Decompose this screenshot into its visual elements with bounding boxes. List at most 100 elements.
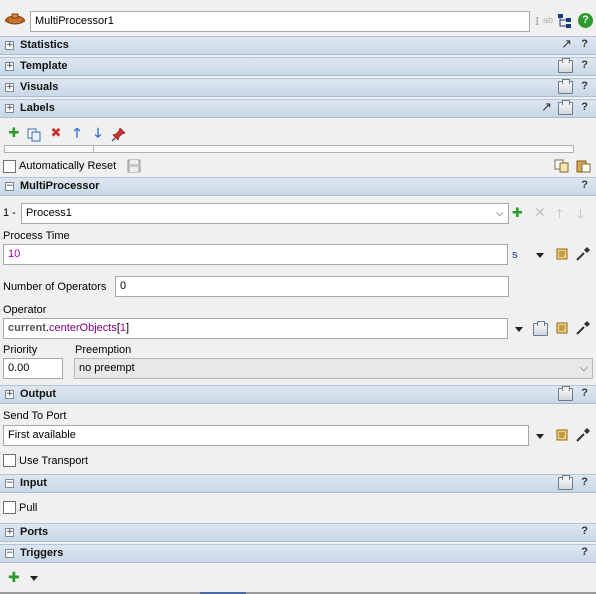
remove-process-icon[interactable]: ✕ — [534, 205, 546, 221]
section-title: MultiProcessor — [20, 180, 100, 192]
code-bracket-open: [ — [116, 322, 120, 334]
add-label-icon[interactable]: ✚ — [8, 126, 20, 141]
use-transport-label: Use Transport — [19, 455, 89, 467]
num-operators-input[interactable]: 0 — [115, 276, 509, 297]
properties-tools-icon[interactable] — [558, 100, 573, 115]
help-icon[interactable]: ? — [581, 387, 588, 399]
code-edit-icon[interactable] — [555, 428, 569, 442]
move-down-icon[interactable]: 🡓 — [94, 126, 102, 141]
properties-tools-icon[interactable] — [558, 475, 573, 490]
code-method: centerObjects — [48, 322, 117, 334]
save-icon[interactable] — [127, 159, 141, 173]
pin-arrow-icon[interactable]: ↗ — [541, 100, 552, 115]
move-process-up-icon[interactable]: 🡑 — [556, 207, 563, 222]
labels-table-divider — [93, 145, 94, 153]
help-icon[interactable]: ? — [581, 38, 588, 50]
help-icon[interactable]: ? — [581, 525, 588, 537]
code-bracket-close: ] — [126, 322, 130, 334]
add-process-icon[interactable]: ✚ — [512, 206, 523, 221]
input-section[interactable]: − Input ? — [0, 474, 596, 493]
priority-label: Priority — [3, 344, 38, 356]
expand-icon[interactable]: + — [5, 527, 14, 537]
properties-tools-icon[interactable] — [558, 79, 573, 94]
section-title: Template — [20, 60, 68, 72]
labels-section[interactable]: + Labels ↗ ? — [0, 99, 596, 118]
expand-icon[interactable]: + — [5, 82, 14, 92]
send-to-port-label: Send To Port — [3, 410, 67, 422]
code-edit-icon[interactable] — [555, 247, 569, 261]
use-transport-checkbox[interactable] — [3, 454, 16, 467]
dropdown-arrow-icon[interactable] — [536, 253, 544, 258]
move-process-down-icon[interactable]: 🡓 — [577, 207, 584, 222]
sampler-icon[interactable] — [575, 427, 591, 443]
copy-labels-icon[interactable] — [554, 159, 570, 173]
dropdown-arrow-icon[interactable] — [515, 327, 523, 332]
process-time-input[interactable]: 10 — [3, 244, 508, 265]
help-icon[interactable]: ? — [581, 59, 588, 71]
object-icon — [3, 11, 27, 27]
properties-tools-icon[interactable] — [558, 386, 573, 401]
properties-tools-icon[interactable] — [558, 58, 573, 73]
code-edit-icon[interactable] — [555, 321, 569, 335]
preemption-value: no preempt — [79, 362, 135, 374]
section-title: Labels — [20, 102, 55, 114]
panel-bottom-tab — [200, 592, 246, 594]
template-section[interactable]: + Template ? — [0, 57, 596, 76]
sampler-icon[interactable] — [575, 246, 591, 262]
dropdown-arrow-icon[interactable] — [536, 434, 544, 439]
operator-label: Operator — [3, 304, 47, 316]
duplicate-label-icon[interactable] — [26, 126, 42, 142]
collapse-icon[interactable]: − — [5, 181, 14, 191]
statistics-section[interactable]: + Statistics ↗ ? — [0, 36, 596, 55]
pin-arrow-icon[interactable]: ↗ — [561, 37, 572, 52]
multiprocessor-section[interactable]: − MultiProcessor ? — [0, 177, 596, 196]
properties-tools-icon[interactable] — [533, 321, 548, 336]
priority-input[interactable]: 0.00 — [3, 358, 63, 379]
paste-labels-icon[interactable] — [575, 159, 591, 173]
time-unit-label: s — [512, 249, 518, 261]
auto-reset-label: Automatically Reset — [19, 160, 117, 172]
chevron-down-icon[interactable]: ⌵ — [496, 208, 504, 219]
section-title: Statistics — [20, 39, 69, 51]
expand-icon[interactable]: + — [5, 61, 14, 71]
help-icon[interactable]: ? — [581, 179, 588, 191]
visuals-section[interactable]: + Visuals ? — [0, 78, 596, 97]
move-up-icon[interactable]: 🡑 — [73, 126, 81, 141]
expand-icon[interactable]: + — [5, 389, 14, 399]
chevron-down-icon[interactable]: ⌵ — [580, 363, 588, 374]
help-icon[interactable]: ? — [581, 101, 588, 113]
triggers-section[interactable]: − Triggers ? — [0, 544, 596, 563]
collapse-icon[interactable]: − — [5, 478, 14, 488]
preemption-select[interactable]: no preempt — [74, 358, 593, 379]
process-time-value: 10 — [8, 248, 21, 260]
pin-icon[interactable] — [111, 126, 127, 142]
help-icon[interactable]: ? — [581, 80, 588, 92]
help-icon[interactable]: ? — [578, 13, 593, 28]
panel-bottom-border — [0, 592, 596, 594]
section-title: Input — [20, 477, 47, 489]
preemption-label: Preemption — [75, 344, 132, 356]
tab-order-sub-icon: ab — [543, 15, 554, 25]
send-to-port-input[interactable]: First available — [3, 425, 529, 446]
dropdown-arrow-icon[interactable] — [30, 576, 38, 581]
tab-order-icon[interactable]: I — [535, 15, 540, 28]
operator-input[interactable]: current.centerObjects[1] — [3, 318, 508, 339]
num-operators-label: Number of Operators — [3, 281, 107, 293]
process-select[interactable]: Process1 — [21, 203, 509, 224]
output-section[interactable]: + Output ? — [0, 385, 596, 404]
object-name-input[interactable]: MultiProcessor1 — [30, 11, 530, 32]
collapse-icon[interactable]: − — [5, 548, 14, 558]
help-icon[interactable]: ? — [581, 546, 588, 558]
pull-checkbox[interactable] — [3, 501, 16, 514]
expand-icon[interactable]: + — [5, 103, 14, 113]
labels-table-header[interactable] — [4, 145, 574, 153]
delete-label-icon[interactable]: ✖ — [50, 126, 62, 141]
process-select-value: Process1 — [26, 207, 72, 219]
add-trigger-icon[interactable]: ✚ — [8, 570, 20, 586]
help-icon[interactable]: ? — [581, 476, 588, 488]
auto-reset-checkbox[interactable] — [3, 160, 16, 173]
sampler-icon[interactable] — [575, 320, 591, 336]
tree-icon[interactable] — [557, 13, 573, 29]
ports-section[interactable]: + Ports ? — [0, 523, 596, 542]
expand-icon[interactable]: + — [5, 40, 14, 50]
